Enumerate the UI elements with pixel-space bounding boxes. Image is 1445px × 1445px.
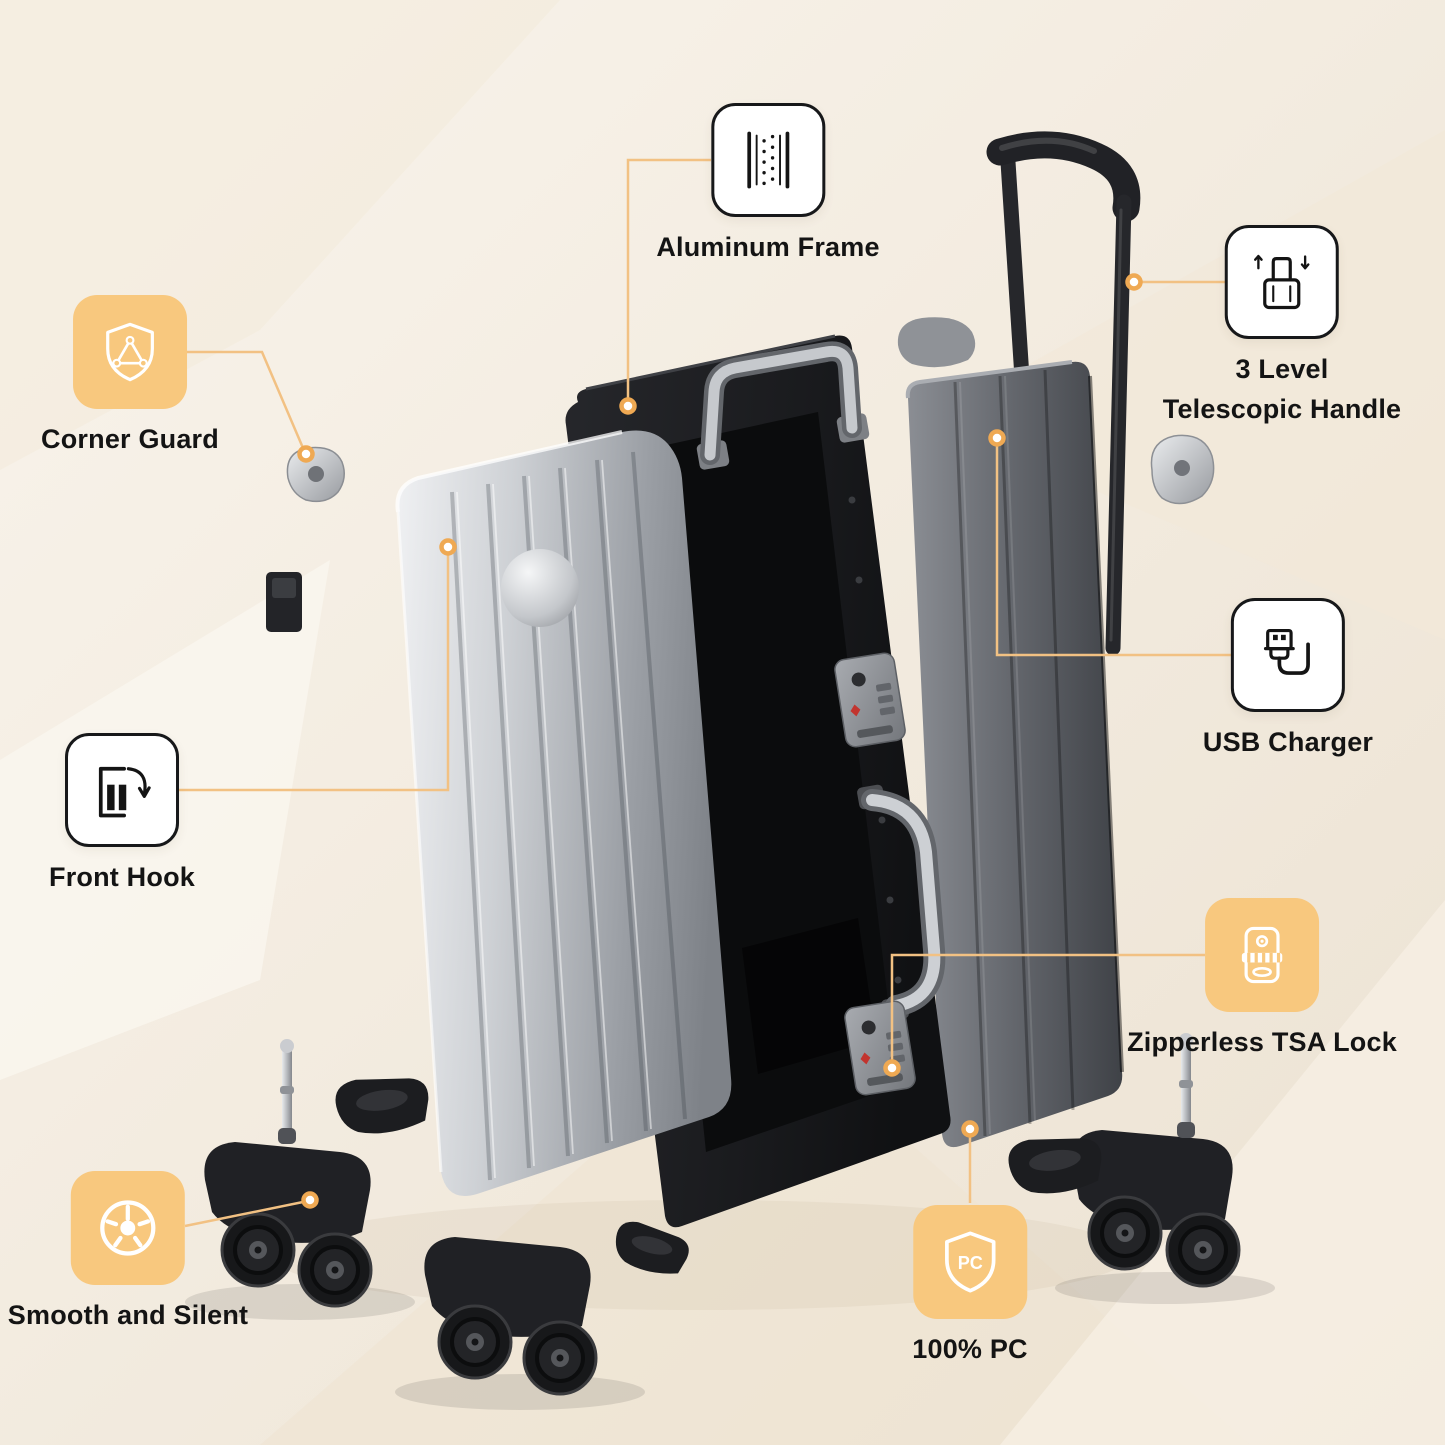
usb-charger-callout: USB Charger [1203, 598, 1373, 760]
tsa-lock-icon [1205, 898, 1319, 1012]
spinner-wheel-icon [71, 1171, 185, 1285]
tsa-lock-label: Zipperless TSA Lock [1127, 1027, 1397, 1057]
front-hook-callout: Front Hook [49, 733, 195, 895]
corner-guard-piece-left [286, 446, 345, 503]
back-shell [905, 360, 1124, 1148]
tsa-lock-module-upper [834, 652, 906, 748]
corner-guard-callout: Corner Guard [41, 295, 219, 457]
front-shell [395, 430, 732, 1197]
wheels-callout: Smooth and Silent [8, 1171, 248, 1333]
front-hook-icon [64, 733, 179, 847]
wheel-cluster-bottom [424, 1237, 599, 1397]
wheel-cluster-left [204, 1142, 374, 1309]
telescopic-tube-right [1105, 194, 1132, 656]
usb-module-part [266, 572, 302, 632]
telescopic-handle-label-line2: Telescopic Handle [1162, 394, 1402, 425]
telescopic-handle-icon [1224, 225, 1339, 339]
corner-guard-piece-right [1150, 434, 1215, 505]
tsa-lock-callout: Zipperless TSA Lock [1127, 898, 1397, 1060]
corner-cap [501, 549, 579, 627]
wheels-label: Smooth and Silent [7, 1300, 249, 1330]
connector-lines [179, 158, 1231, 1228]
telescopic-handle-callout: 3 Level Telescopic Handle [1163, 225, 1401, 427]
front-hook-label: Front Hook [49, 862, 195, 892]
pc-shield-icon: PC [913, 1205, 1027, 1319]
pc-badge-text: PC [957, 1253, 982, 1273]
pc-material-label: 100% PC [912, 1334, 1028, 1364]
corner-guard-label: Corner Guard [41, 424, 219, 454]
top-trim-piece [897, 317, 976, 368]
telescopic-handle-label-line1: 3 Level [1235, 354, 1329, 384]
wheel-cluster-right [1072, 1130, 1242, 1289]
aluminum-frame-callout: Aluminum Frame [656, 103, 879, 265]
aluminum-frame-icon [711, 103, 825, 217]
tsa-lock-module-lower [844, 1000, 916, 1096]
usb-charger-label: USB Charger [1202, 727, 1374, 757]
aluminum-frame-label: Aluminum Frame [656, 232, 880, 262]
pc-material-callout: PC 100% PC [912, 1205, 1028, 1367]
carry-handle [696, 341, 870, 470]
usb-plug-icon [1231, 598, 1345, 712]
corner-guard-shield-icon [73, 295, 187, 409]
